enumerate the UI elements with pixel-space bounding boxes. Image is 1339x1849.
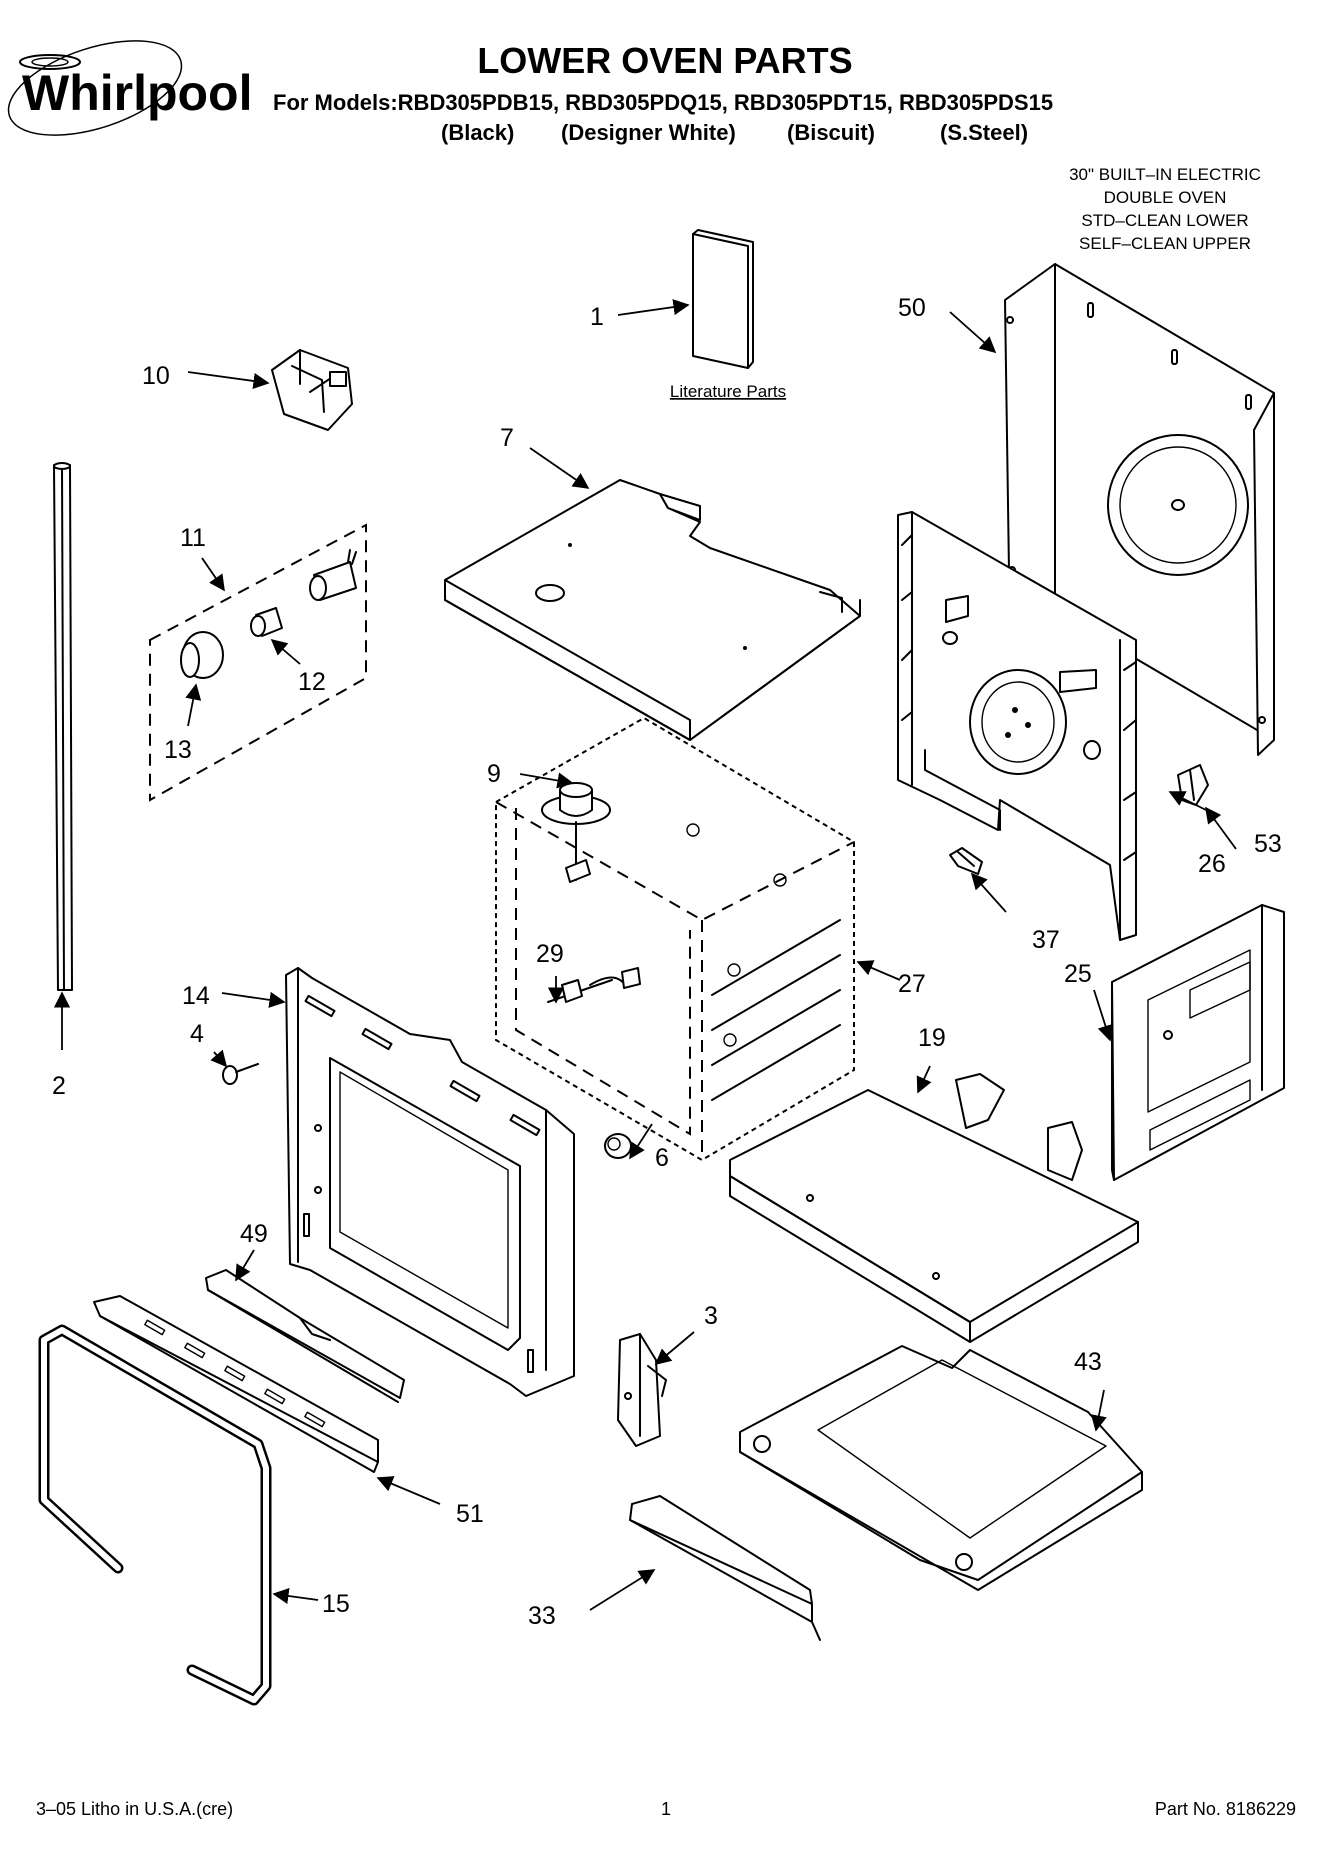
callout-13: 13: [164, 736, 192, 764]
part-6-plug: [604, 1133, 632, 1159]
part-11-socket: [309, 549, 357, 601]
callout-10: 10: [142, 362, 170, 390]
product-description: 30" BUILT–IN ELECTRIC DOUBLE OVEN STD–CL…: [1069, 165, 1261, 253]
product-line-1: 30" BUILT–IN ELECTRIC: [1069, 165, 1261, 184]
callout-2: 2: [52, 1072, 66, 1100]
literature-parts-label: Literature Parts: [670, 382, 786, 401]
callout-26: 26: [1198, 850, 1226, 878]
callout-11: 11: [180, 524, 206, 552]
callout-29: 29: [536, 940, 564, 968]
part-3-hinge-bracket: [617, 1333, 667, 1447]
product-line-4: SELF–CLEAN UPPER: [1079, 234, 1251, 253]
part-49-vent-trim: [205, 1269, 405, 1403]
part-27-oven-liner: [495, 716, 855, 1162]
callout-37: 37: [1032, 926, 1060, 954]
part-25-side-panel: [1111, 904, 1285, 1181]
part-1-literature: Literature Parts: [670, 229, 786, 401]
color-black: (Black): [441, 120, 514, 145]
callout-19: 19: [918, 1024, 946, 1052]
callout-33: 33: [528, 1602, 556, 1630]
callout-1: 1: [590, 303, 604, 331]
part-14-front-frame: [285, 967, 575, 1397]
part-4-screw: [222, 1063, 259, 1085]
callout-51: 51: [456, 1500, 484, 1528]
callout-53: 53: [1254, 830, 1282, 858]
part-43-bottom-tray: [739, 1345, 1143, 1591]
callout-6: 6: [655, 1144, 669, 1172]
part-13-knob: [180, 631, 224, 679]
part-11-kit: [149, 523, 367, 802]
part-9-thermostat: [541, 782, 611, 883]
callout-9: 9: [487, 760, 501, 788]
part-12-light: [250, 607, 283, 637]
callout-3: 3: [704, 1302, 718, 1330]
callout-numbers: 1 2 3 4 6 7 9 10 11 12 13 14 15 19 25 26…: [52, 294, 1282, 1630]
callout-14: 14: [182, 982, 210, 1010]
part-50-rear-panel: [1004, 263, 1275, 756]
footer-page-number: 1: [661, 1799, 671, 1819]
models-line: For Models:RBD305PDB15, RBD305PDQ15, RBD…: [273, 90, 1053, 115]
part-7-top-panel: [444, 479, 861, 741]
footer-litho: 3–05 Litho in U.S.A.(cre): [36, 1799, 233, 1819]
page-title: LOWER OVEN PARTS: [477, 40, 852, 81]
callout-50: 50: [898, 294, 926, 322]
brand-logo: Whirlpool: [7, 40, 253, 136]
part-37-hinge-receiver: [949, 847, 983, 875]
color-designer-white: (Designer White): [561, 120, 736, 145]
footer-part-number: Part No. 8186229: [1155, 1799, 1296, 1819]
part-15-gasket: [38, 1324, 272, 1706]
callout-27: 27: [898, 970, 926, 998]
callout-4: 4: [190, 1020, 204, 1048]
callout-15: 15: [322, 1590, 350, 1618]
part-51-vent-grille: [93, 1295, 379, 1473]
part-33-rail: [629, 1495, 821, 1641]
product-line-2: DOUBLE OVEN: [1104, 188, 1227, 207]
callout-49: 49: [240, 1220, 268, 1248]
brand-name: Whirlpool: [22, 65, 253, 121]
part-10-switch: [271, 349, 353, 431]
part-2-rod: [53, 462, 73, 991]
part-26-bracket: [897, 511, 1137, 941]
callout-25: 25: [1064, 960, 1092, 988]
callout-12: 12: [298, 668, 326, 696]
part-19-bottom-panel: [729, 1073, 1139, 1343]
product-line-3: STD–CLEAN LOWER: [1081, 211, 1248, 230]
leader-lines: [53, 299, 1237, 1611]
color-biscuit: (Biscuit): [787, 120, 875, 145]
color-stainless-steel: (S.Steel): [940, 120, 1028, 145]
callout-43: 43: [1074, 1348, 1102, 1376]
callout-7: 7: [500, 424, 514, 452]
